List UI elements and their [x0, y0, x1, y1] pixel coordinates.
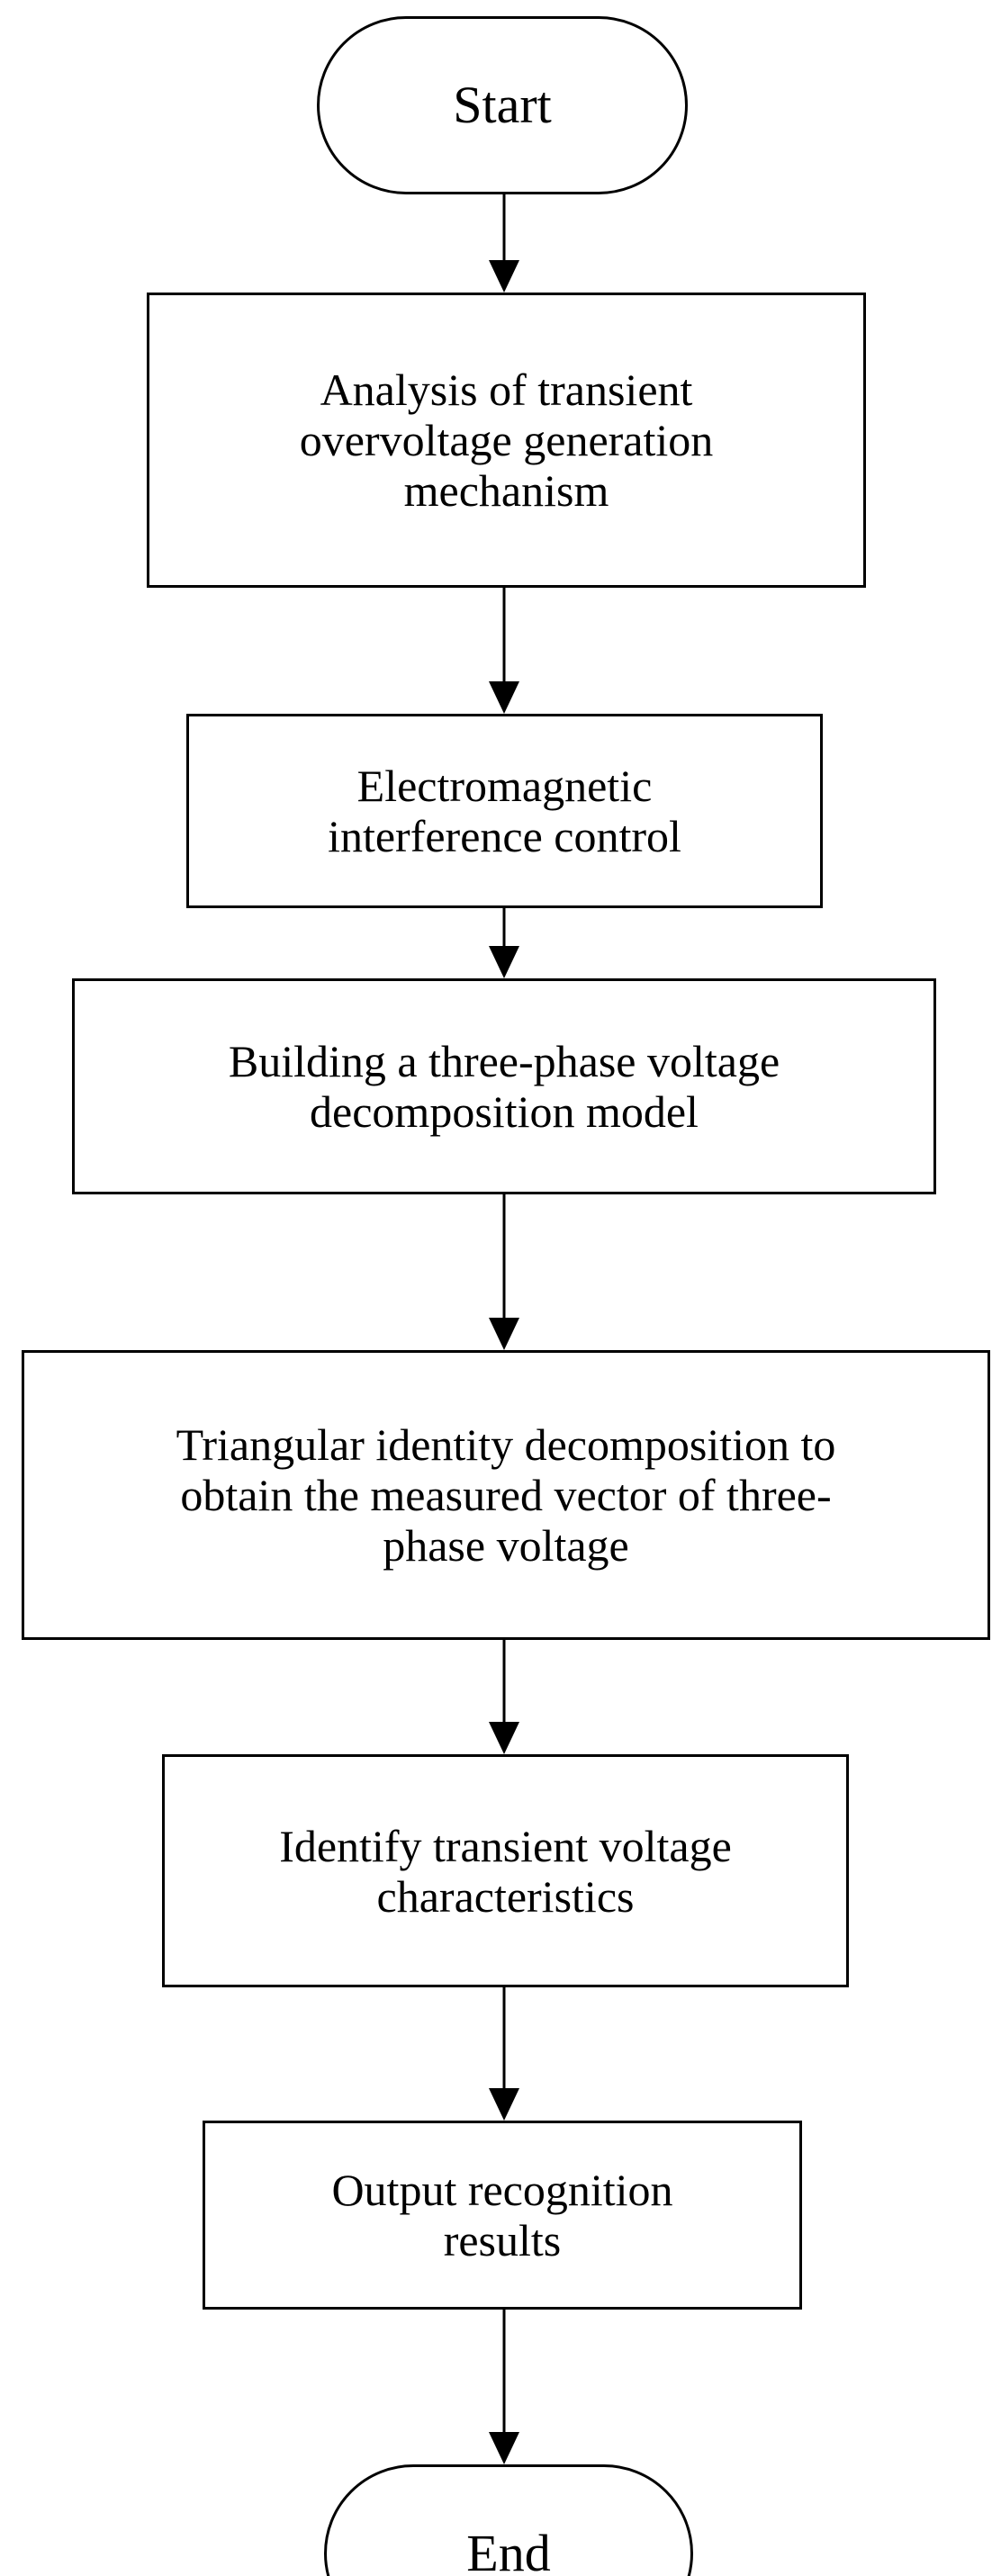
arrow-start-to-analysis	[489, 194, 519, 293]
node-emi[interactable]: Electromagnetic interference control	[186, 714, 823, 908]
node-model[interactable]: Building a three-phase voltage decomposi…	[72, 978, 936, 1194]
node-output[interactable]: Output recognition results	[203, 2121, 802, 2310]
node-end[interactable]: End	[324, 2464, 693, 2576]
node-label-emi: Electromagnetic interference control	[328, 761, 681, 861]
node-triangular[interactable]: Triangular identity decomposition to obt…	[22, 1350, 990, 1640]
node-label-analysis: Analysis of transient overvoltage genera…	[299, 365, 714, 516]
arrow-model-to-triangular	[489, 1194, 519, 1350]
node-label-triangular: Triangular identity decomposition to obt…	[176, 1419, 836, 1571]
arrow-output-to-end	[489, 2310, 519, 2464]
node-label-model: Building a three-phase voltage decomposi…	[228, 1036, 780, 1137]
node-analysis[interactable]: Analysis of transient overvoltage genera…	[147, 293, 866, 588]
node-start[interactable]: Start	[317, 16, 688, 194]
node-label-output: Output recognition results	[331, 2165, 673, 2265]
arrow-triangular-to-identify	[489, 1640, 519, 1754]
node-label-start: Start	[453, 75, 552, 134]
arrow-emi-to-model	[489, 908, 519, 978]
arrow-identify-to-output	[489, 1987, 519, 2121]
node-identify[interactable]: Identify transient voltage characteristi…	[162, 1754, 849, 1987]
node-label-end: End	[466, 2523, 551, 2576]
node-label-identify: Identify transient voltage characteristi…	[279, 1820, 732, 1922]
arrow-analysis-to-emi	[489, 588, 519, 714]
